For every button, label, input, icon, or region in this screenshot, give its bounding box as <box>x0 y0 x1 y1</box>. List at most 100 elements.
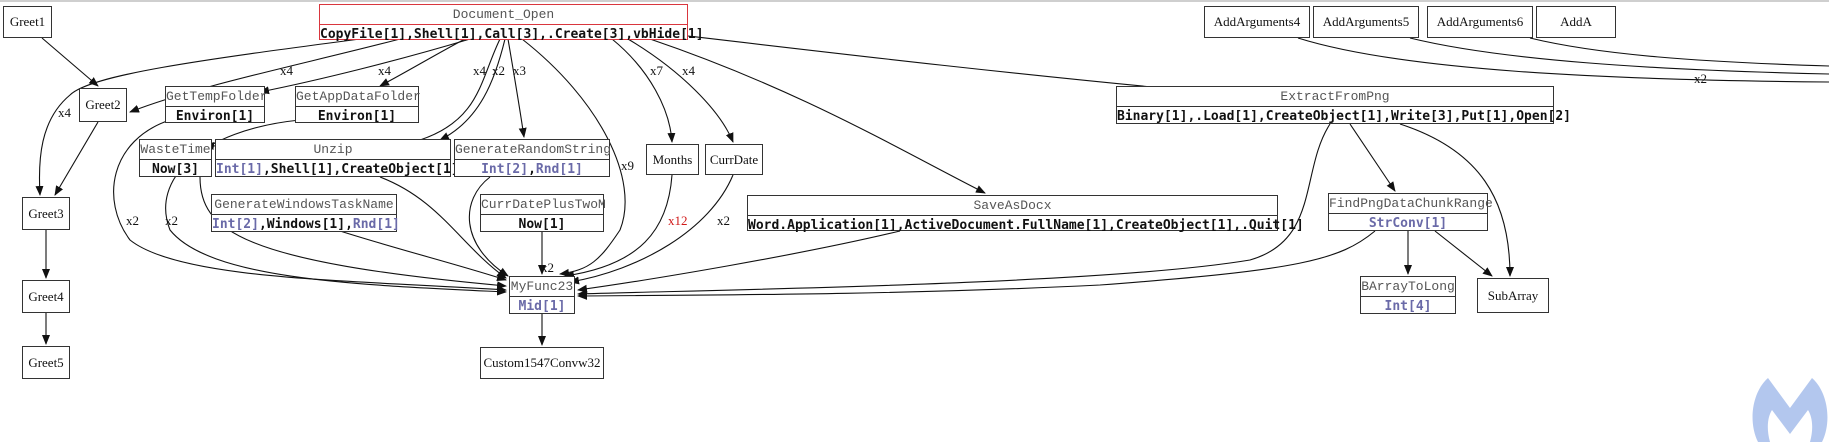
node-title: WasteTime <box>140 140 211 160</box>
edge-document_open-to-saveasdocx <box>649 38 986 194</box>
node-label: AddArguments6 <box>1436 14 1524 29</box>
api-call: Now[3] <box>152 162 199 177</box>
node-title: ExtractFromPng <box>1117 87 1553 107</box>
api-call-list: Environ[1] <box>166 107 264 127</box>
api-call: Rnd[1] <box>352 217 400 232</box>
edge-greet2-to-greet3 <box>54 121 99 196</box>
node-greet1[interactable]: Greet1 <box>3 6 52 38</box>
node-greet5[interactable]: Greet5 <box>22 346 70 379</box>
edge-call-count-label: x4 <box>378 63 391 78</box>
api-call-list: CopyFile[1],Shell[1],Call[3],.Create[3],… <box>320 25 704 45</box>
edge-call-count-label: x12 <box>668 213 688 228</box>
node-title: FindPngDataChunkRange <box>1329 194 1493 214</box>
separator: , <box>406 27 414 42</box>
api-call: .Load[1] <box>1195 109 1258 124</box>
node-label: AddA <box>1560 14 1592 29</box>
api-call-list: Binary[1],.Load[1],CreateObject[1],Write… <box>1117 107 1571 127</box>
node-subarray[interactable]: SubArray <box>1477 278 1549 313</box>
edge-document_open-to-currdate <box>627 38 734 143</box>
node-label: AddArguments4 <box>1213 14 1301 29</box>
api-call-list: Environ[1] <box>296 107 418 127</box>
api-call: Environ[1] <box>175 109 255 124</box>
api-call-list: Int[2],Rnd[1] <box>455 160 609 180</box>
node-greet2[interactable]: Greet2 <box>79 88 127 122</box>
api-call-list: StrConv[1] <box>1329 214 1487 234</box>
api-call: Mid[1] <box>518 299 566 314</box>
node-label: AddArguments5 <box>1322 14 1410 29</box>
edge-call-count-label: x2 <box>717 213 730 228</box>
api-call: StrConv[1] <box>1368 216 1448 231</box>
separator: , <box>476 27 485 42</box>
node-title: GenerateRandomString <box>455 140 611 160</box>
api-call: vbHide[1] <box>633 27 704 42</box>
api-call: CreateObject[1] <box>1265 109 1384 124</box>
node-currdate[interactable]: CurrDate <box>705 144 763 175</box>
edge-addarguments5-to-offscreen <box>1409 37 1829 75</box>
api-call-list: Word.Application[1],ActiveDocument.FullN… <box>748 216 1304 236</box>
api-call: Windows[1] <box>266 217 346 232</box>
separator: , <box>333 162 342 177</box>
edge-document_open-to-getappdatafolder <box>379 38 466 87</box>
edge-call-count-label: x2 <box>165 213 178 228</box>
api-call: Open[2] <box>1516 109 1572 124</box>
node-label: SubArray <box>1487 287 1539 303</box>
separator: , <box>528 162 536 177</box>
separator: , <box>539 27 547 42</box>
node-label: Greet3 <box>28 205 64 221</box>
edge-call-count-label: x4 <box>473 63 486 78</box>
edge-call-count-label: x2 <box>1694 71 1707 86</box>
api-call: Now[1] <box>518 217 566 232</box>
edge-document_open-to-unzip <box>439 38 506 141</box>
edge-extractfrompng-to-myfunc23 <box>577 123 1331 298</box>
api-call: Rnd[1] <box>535 162 583 177</box>
edge-call-count-label: x4 <box>58 105 71 120</box>
separator: , <box>262 162 271 177</box>
edge-findpngdatachunkrange-to-myfunc23 <box>577 230 1376 300</box>
node-title: SaveAsDocx <box>748 196 1277 216</box>
node-title: GetTempFolder <box>166 87 267 107</box>
edge-document_open-to-greet2 <box>129 38 401 113</box>
node-addarguments6[interactable]: AddArguments6 <box>1427 6 1533 38</box>
node-greet3[interactable]: Greet3 <box>22 197 70 230</box>
api-call: .Quit[1] <box>1241 218 1304 233</box>
api-call: Shell[1] <box>270 162 334 177</box>
separator: , <box>896 218 905 233</box>
edge-generaterandomstring-to-myfunc23 <box>468 176 509 277</box>
edge-document_open-to-extractfrompng <box>687 35 1206 96</box>
edge-unzip-to-myfunc23 <box>379 176 507 279</box>
edge-document_open-to-months <box>611 38 676 143</box>
api-call: Environ[1] <box>317 109 397 124</box>
api-call: Int[4] <box>1384 299 1432 314</box>
node-label: Greet1 <box>9 14 46 29</box>
edge-extractfrompng-to-subarray <box>1399 123 1514 277</box>
api-call-list: Mid[1] <box>510 297 574 317</box>
edge-document_open-to-generaterandomstring <box>507 38 527 138</box>
node-greet4[interactable]: Greet4 <box>22 280 70 313</box>
node-addarguments4[interactable]: AddArguments4 <box>1204 6 1310 38</box>
node-title: Unzip <box>216 140 450 160</box>
node-label: Greet2 <box>85 97 121 112</box>
node-addarguments7[interactable]: AddA <box>1536 6 1616 38</box>
node-custom1547convw32[interactable]: Custom1547Convw32 <box>480 347 604 379</box>
edge-document_open-to-greet3 <box>35 38 361 196</box>
separator: , <box>345 217 353 232</box>
edge-gettempfolder-to-myfunc23 <box>113 119 507 294</box>
separator: , <box>1233 218 1242 233</box>
node-months[interactable]: Months <box>646 144 699 175</box>
separator: , <box>625 27 634 42</box>
node-addarguments5[interactable]: AddArguments5 <box>1313 6 1419 38</box>
node-title: GetAppDataFolder <box>296 87 421 107</box>
